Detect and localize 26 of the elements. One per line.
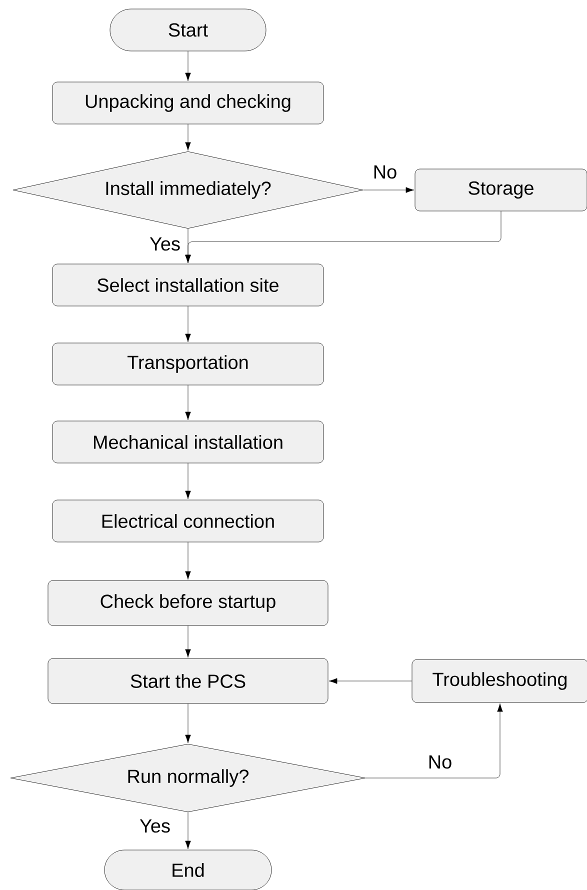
process-box: Start the PCS	[48, 658, 328, 704]
edge-label: Yes	[140, 819, 170, 833]
process-box: Troubleshooting	[412, 659, 587, 703]
arrow	[363, 187, 414, 193]
process-box: Check before startup	[48, 580, 328, 626]
process-box: Storage	[414, 168, 587, 212]
process-box: Transportation	[52, 342, 324, 386]
process-box: Unpacking and checking	[52, 82, 324, 124]
arrow	[328, 678, 412, 684]
edge-label: No	[374, 165, 396, 179]
arrow	[185, 463, 191, 500]
edge-label: No	[429, 755, 452, 769]
arrow	[185, 812, 191, 850]
arrow	[366, 703, 503, 778]
arrow	[185, 704, 191, 744]
arrow	[185, 124, 191, 151]
process-box: Mechanical installation	[52, 420, 324, 464]
arrow	[185, 228, 191, 264]
edge-label: Yes	[150, 237, 180, 251]
arrow	[185, 385, 191, 420]
arrow	[185, 542, 191, 580]
process-box: Electrical connection	[52, 500, 324, 542]
arrow	[185, 306, 191, 342]
process-box: Select installation site	[52, 264, 324, 306]
arrow	[185, 51, 191, 82]
arrow	[185, 626, 191, 658]
